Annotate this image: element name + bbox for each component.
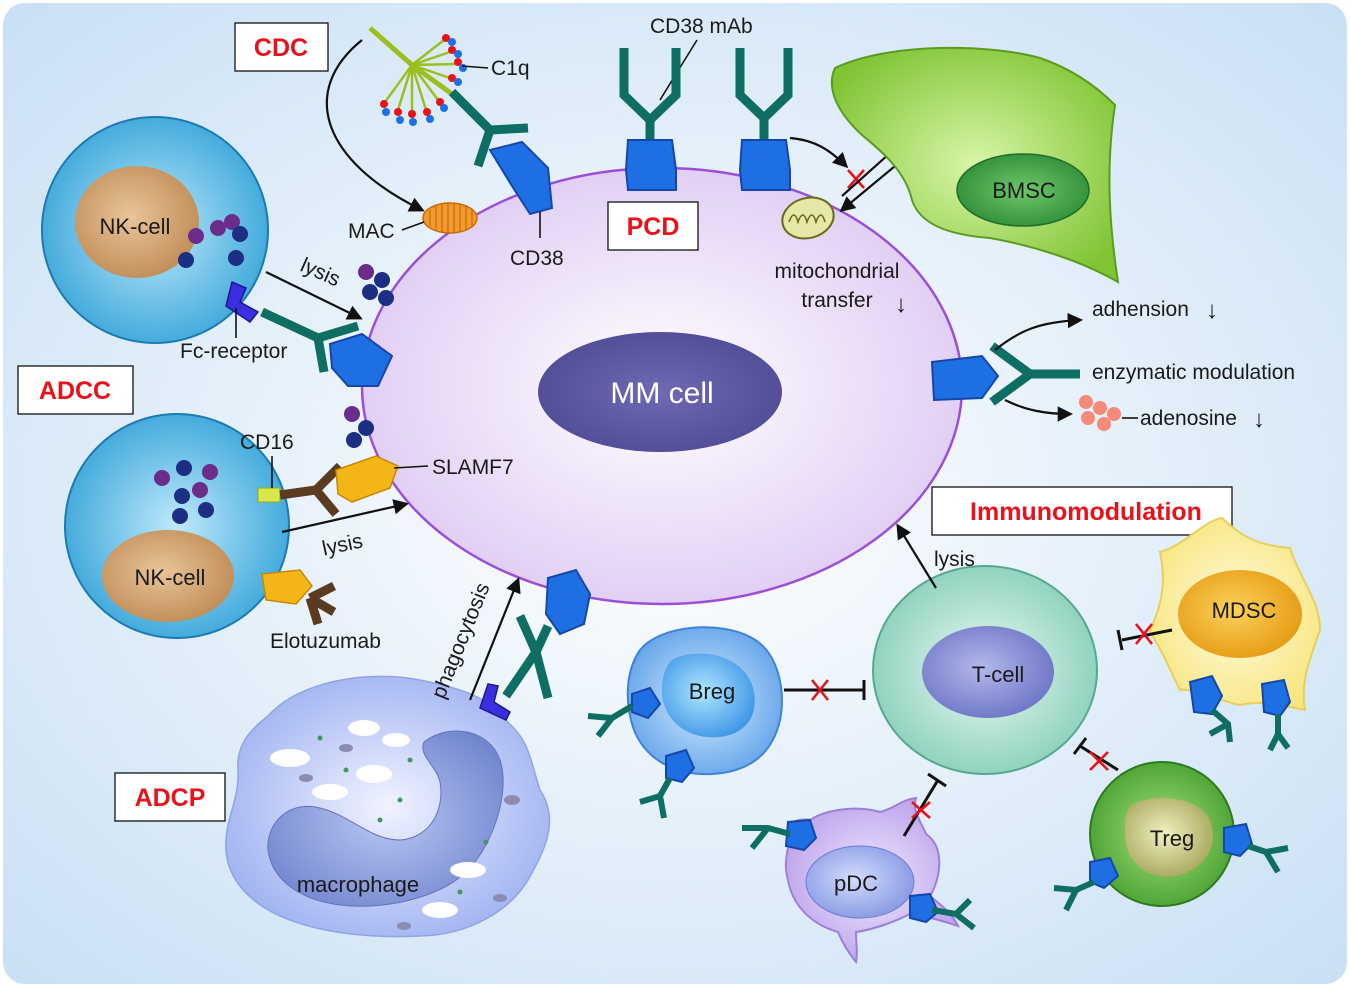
t-cell-label: T-cell	[972, 662, 1025, 687]
breg-cross-b	[810, 679, 830, 701]
adhesion-down-arrow: ↓	[1206, 297, 1218, 324]
pcd-arrow	[789, 136, 849, 169]
adcc-top-antibody	[260, 307, 394, 387]
mdsc-antibodies	[1188, 674, 1292, 752]
macrophage-label: macrophage	[297, 872, 419, 897]
mm-cell-nucleus	[538, 332, 782, 452]
adcc-bottom-released-granules	[344, 406, 374, 448]
pdc-nucleus	[805, 845, 915, 919]
bmsc-nucleus	[956, 153, 1090, 227]
c1q-complex	[368, 26, 489, 126]
pcd-antibody-left	[619, 48, 681, 191]
adhesion-label: adhension	[1092, 298, 1189, 321]
nk-top-granules	[178, 214, 248, 268]
cdc-label-box	[234, 22, 329, 72]
pdc-inhibition-bar	[927, 772, 947, 788]
nk-cell-bottom-nucleus	[102, 530, 234, 622]
mdsc-nucleus	[1178, 570, 1302, 658]
cdc-label: CDC	[254, 34, 308, 62]
adcc-top-released-granules	[358, 264, 394, 306]
enzymatic-cd38-antibody	[930, 342, 1080, 406]
mito-transfer-down-arrow: ↓	[895, 291, 907, 318]
nk-cell-top-nucleus	[75, 166, 199, 278]
t-cell-nucleus	[922, 626, 1054, 718]
bmsc-label: BMSC	[992, 178, 1056, 203]
fc-receptor-label: Fc-receptor	[180, 340, 287, 363]
adenosine-down-arrow: ↓	[1253, 406, 1265, 433]
elotuzumab-bound	[279, 455, 399, 517]
c1q-label: C1q	[491, 57, 530, 80]
macrophage-nucleus	[267, 730, 504, 907]
pdc-cross-b	[911, 801, 931, 819]
cd38-label: CD38	[510, 247, 564, 270]
phagocytosis-arrow	[468, 577, 521, 701]
pcd-antibody-right	[735, 48, 793, 191]
slamf7-label: SLAMF7	[432, 456, 514, 479]
adcp-label: ADCP	[135, 784, 206, 812]
nk-cell-bottom-label: NK-cell	[135, 565, 206, 590]
nk-cell-top-label: NK-cell	[100, 214, 171, 239]
pdc-antibodies	[742, 818, 976, 931]
t-cell-lysis-arrow	[896, 523, 937, 589]
adhesion-arrow	[994, 312, 1084, 351]
pcd-label: PCD	[627, 213, 680, 241]
treg-inhibition	[1079, 744, 1119, 772]
breg-nucleus	[661, 653, 755, 738]
treg-inhibition-bar	[1072, 737, 1088, 755]
cd16-receptor	[257, 487, 281, 503]
adenosine-molecules	[1079, 395, 1121, 431]
mdsc-cross-b	[1134, 623, 1154, 645]
adcc-top-lysis-arrow	[265, 271, 363, 320]
cd38-mab-label: CD38 mAb	[650, 15, 753, 38]
immunomodulation-label: Immunomodulation	[970, 498, 1202, 526]
adenosine-label: adenosine	[1140, 407, 1237, 430]
mdsc-inhibition-bar	[1116, 629, 1124, 651]
fc-receptor-top	[225, 280, 260, 324]
mito-transfer-label-1: mitochondrial	[775, 260, 900, 283]
adcp-label-box	[114, 772, 226, 822]
mm-cell-label: MM cell	[610, 377, 713, 410]
pdc-inhibition	[902, 779, 940, 837]
treg-cross-b	[1089, 751, 1109, 771]
pcd-cross-b	[847, 169, 865, 189]
nk-bottom-granules	[154, 460, 218, 524]
adcc-bottom-lysis-arrow	[281, 499, 410, 534]
treg-antibodies	[1053, 822, 1289, 912]
adcc-label-box	[17, 365, 134, 415]
mitochondrion-mm	[781, 196, 835, 240]
elotuzumab-label: Elotuzumab	[270, 630, 381, 653]
breg-antibodies	[587, 686, 696, 819]
elotuzumab-free	[261, 569, 337, 626]
pcd-label-box	[607, 201, 699, 251]
adcc-label: ADCC	[39, 377, 111, 405]
enzymatic-modulation-label: enzymatic modulation	[1092, 361, 1295, 384]
mac-label: MAC	[348, 220, 395, 243]
mdsc-inhibition	[1121, 628, 1173, 642]
immunomodulation-label-box	[931, 486, 1233, 536]
pdc-label: pDC	[834, 871, 878, 896]
cdc-arrow	[325, 39, 425, 212]
breg-label: Breg	[689, 679, 735, 704]
t-cell-lysis-label: lysis	[934, 548, 975, 571]
mac-complex	[401, 202, 478, 234]
adcp-antibody	[479, 568, 592, 721]
mito-transfer-label-2: transfer	[801, 289, 872, 312]
cdc-cd38-antibody	[448, 88, 554, 238]
macrophage-vesicles	[270, 720, 520, 930]
mdsc-label: MDSC	[1212, 598, 1277, 623]
adenosine-arrow	[1004, 399, 1074, 422]
cd16-label: CD16	[240, 431, 294, 454]
slamf7-pointer	[393, 465, 429, 469]
treg-label: Treg	[1150, 826, 1194, 851]
treg-nucleus	[1124, 797, 1213, 877]
